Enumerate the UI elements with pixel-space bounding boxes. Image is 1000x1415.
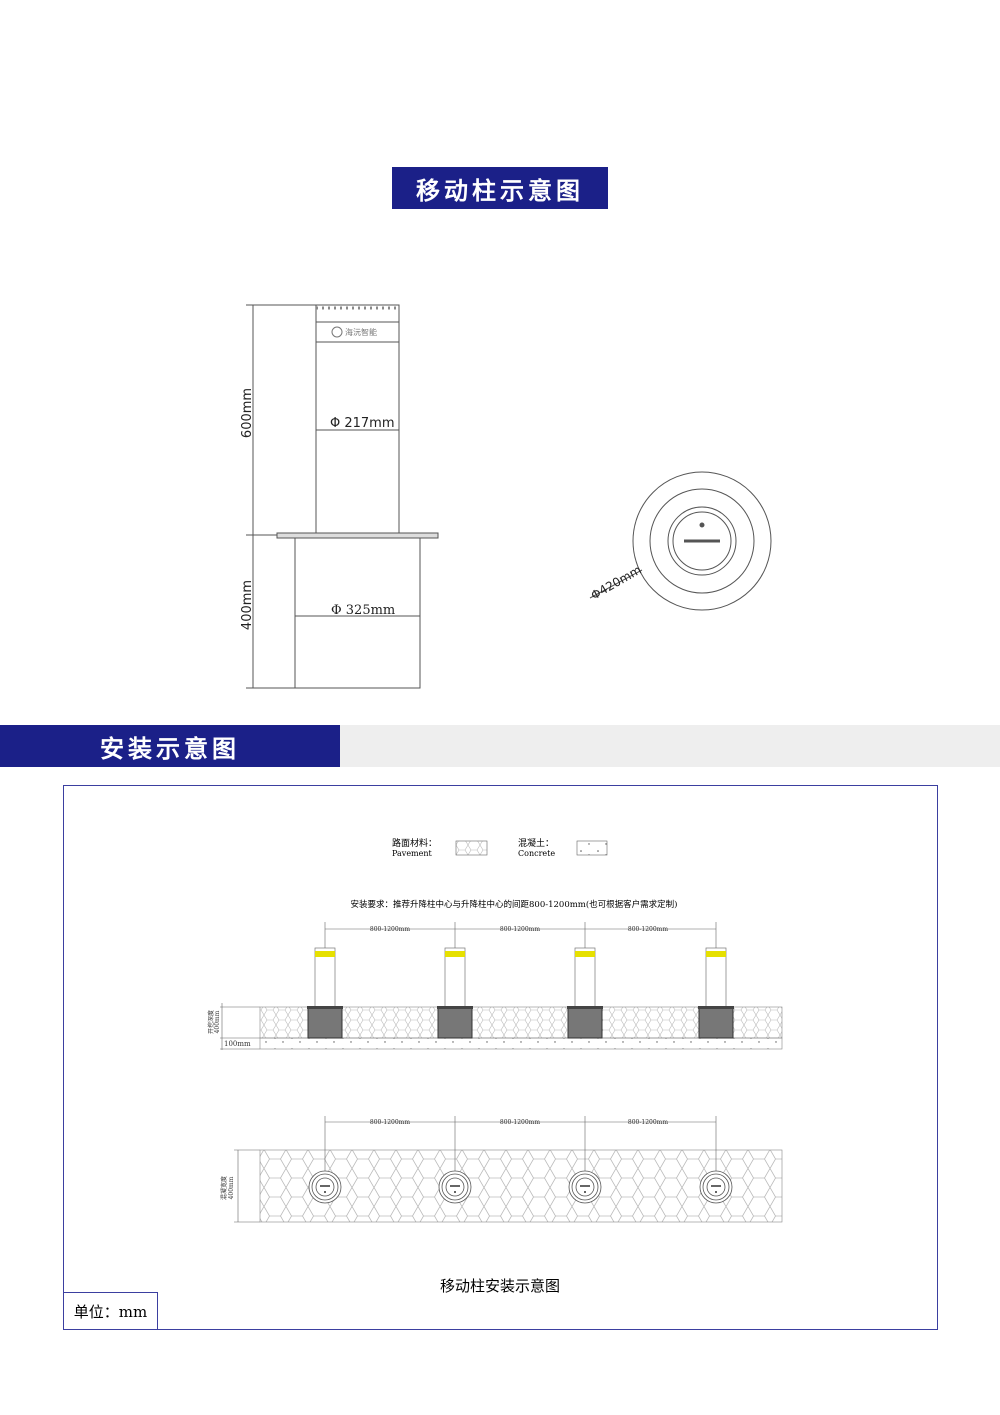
bollard-flange <box>307 1006 343 1009</box>
bollard-plan-circle <box>568 1170 602 1204</box>
plan-pavement <box>259 1149 783 1223</box>
bollard-plan-circle <box>571 1173 599 1201</box>
plan-spacing-label-2: 800-1200mm <box>500 1119 540 1126</box>
section-title-install: 安装示意图 <box>0 725 340 767</box>
bollard-top-view <box>589 471 772 611</box>
spacing-label-2: 800-1200mm <box>500 926 540 933</box>
bollard-plan-circle <box>702 1173 730 1201</box>
bollard-plan-circle <box>308 1170 342 1204</box>
depth-value: 400mm <box>214 1010 221 1033</box>
bollard-plan-circle <box>575 1177 595 1197</box>
install-frame <box>63 785 938 1330</box>
bollard-plan-circle <box>311 1173 339 1201</box>
reflective-band <box>575 951 595 957</box>
plan-spacing-label-1: 800-1200mm <box>370 1119 410 1126</box>
legend-concrete-cn: 混凝土： <box>518 837 554 849</box>
reflective-band <box>706 951 726 957</box>
spacing-label-3: 800-1200mm <box>628 926 668 933</box>
bollard-plan-circle <box>445 1177 465 1197</box>
bollard-flange <box>437 1006 473 1009</box>
dim-600: 600mm <box>240 388 255 438</box>
spacing-label-1: 800-1200mm <box>370 926 410 933</box>
unit-box: 单位：mm <box>63 1292 158 1330</box>
bollard-plan-circle <box>441 1173 469 1201</box>
section-band <box>340 725 1000 767</box>
bollard-plan-circle <box>699 1170 733 1204</box>
width-label: 混凝宽度 <box>220 1176 228 1200</box>
bollard-base-1 <box>307 1006 343 1039</box>
bollard-base-3 <box>567 1006 603 1039</box>
bollard-plan-circle <box>315 1177 335 1197</box>
section-title-bollard: 移动柱示意图 <box>392 167 608 209</box>
install-requirement: 安装要求：推荐升降柱中心与升降柱中心的间距800-1200mm(也可根据客户需求… <box>351 899 678 910</box>
bollard-plan-circle <box>438 1170 472 1204</box>
legend-concrete-en: Concrete <box>518 849 555 858</box>
legend-pavement-en: Pavement <box>392 849 433 858</box>
logo-icon <box>331 326 343 338</box>
pavement-layer <box>259 1006 783 1039</box>
depth-label: 开挖深度 <box>207 1010 215 1034</box>
logo-text: 海沅智能 <box>345 327 377 337</box>
reflective-band <box>445 951 465 957</box>
bollard-side-view: 海沅智能 600mm 400mm Φ 217mm Φ 325mm Φ420mm <box>240 304 772 689</box>
bollard-base-2 <box>437 1006 473 1039</box>
concrete-depth: 100mm <box>224 1040 251 1048</box>
width-value: 400mm <box>228 1176 235 1199</box>
dim-325: Φ 325mm <box>331 603 395 618</box>
bollard-flange <box>567 1006 603 1009</box>
bollard-base <box>294 537 421 689</box>
plan-spacing-label-3: 800-1200mm <box>628 1119 668 1126</box>
dim-400: 400mm <box>240 580 255 630</box>
bollard-base-4 <box>698 1006 734 1039</box>
legend-pavement-cn: 路面材料： <box>392 837 437 849</box>
reflective-band <box>315 951 335 957</box>
legend-pavement-swatch <box>455 840 488 856</box>
legend-concrete-swatch <box>576 840 608 856</box>
install-caption: 移动柱安装示意图 <box>440 1277 560 1295</box>
concrete-layer <box>259 1037 783 1050</box>
dim-217: Φ 217mm <box>330 416 395 431</box>
bollard-plan-circle <box>706 1177 726 1197</box>
bollard-flange <box>698 1006 734 1009</box>
